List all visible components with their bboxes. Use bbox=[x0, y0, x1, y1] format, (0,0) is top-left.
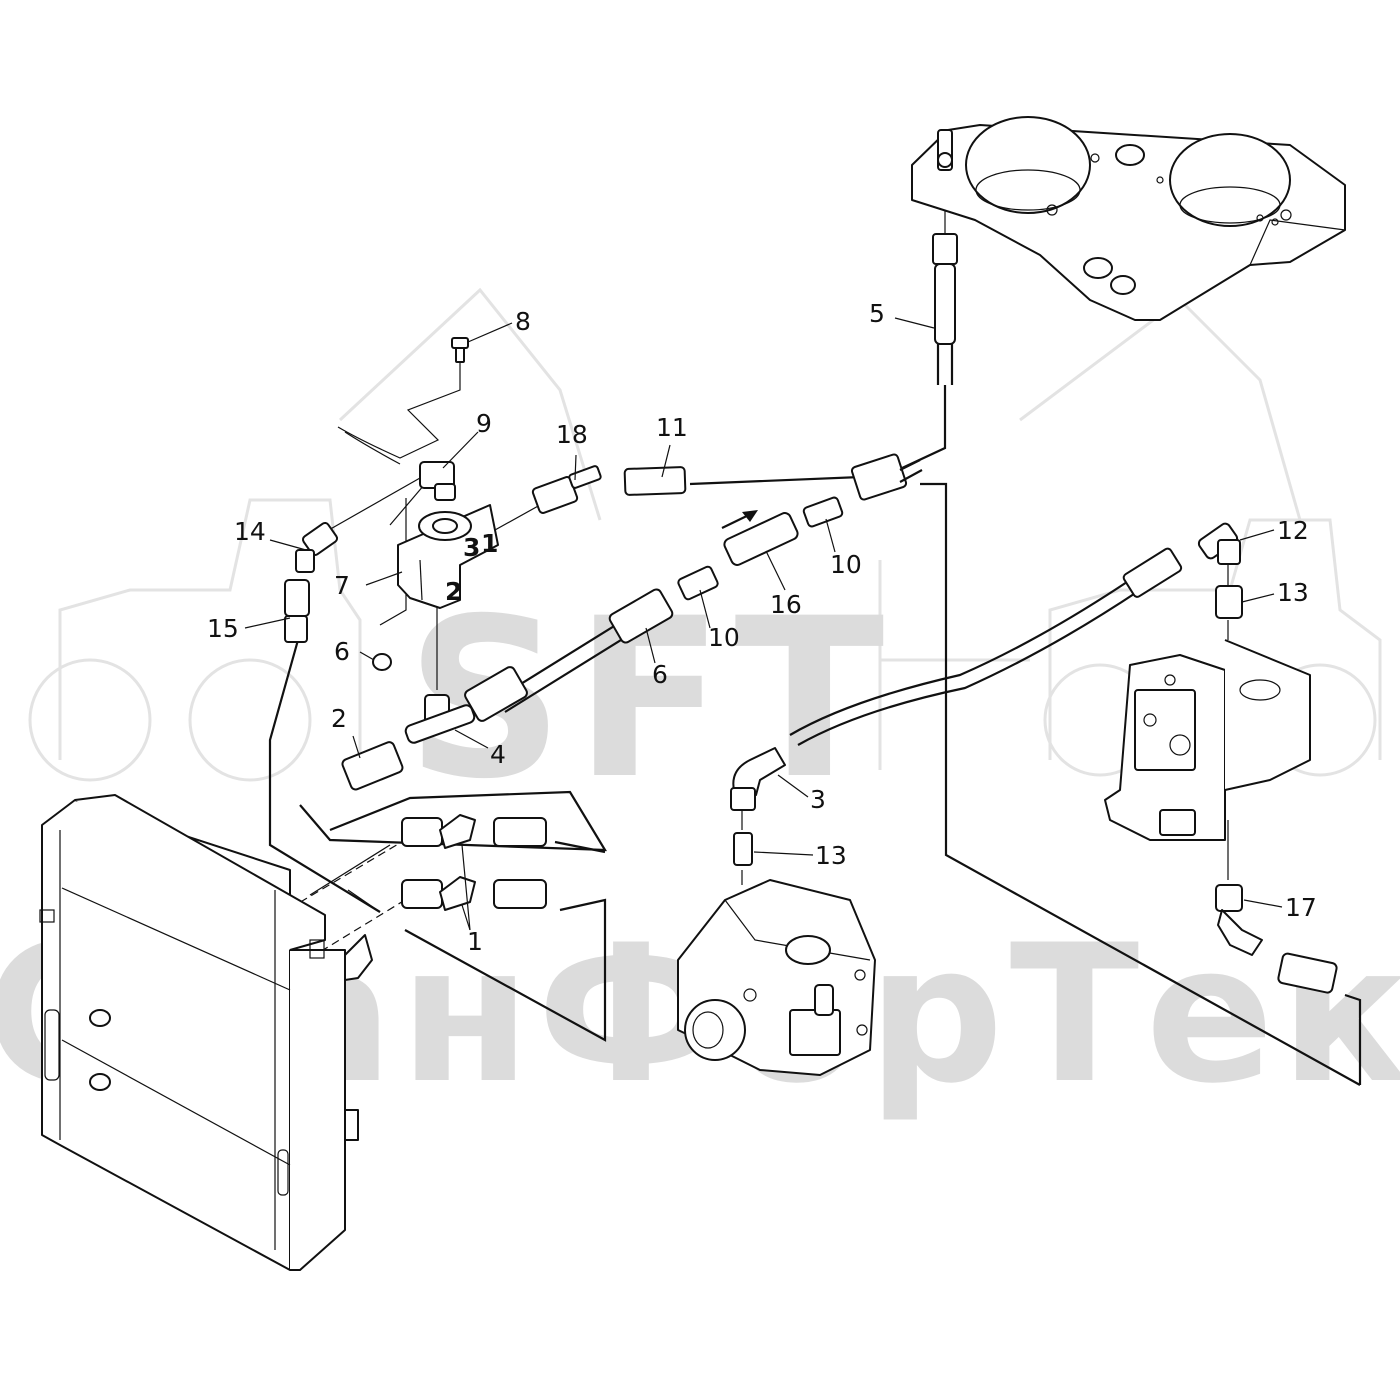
leader-lines bbox=[244, 317, 1283, 931]
callout-9: 9 bbox=[476, 409, 492, 438]
fitting-10-upper bbox=[802, 496, 844, 528]
valve-block-7: 3 1 2 bbox=[397, 504, 499, 609]
elbow-14 bbox=[295, 521, 339, 573]
hose-11-assembly bbox=[623, 453, 923, 501]
elbow-fitting-9 bbox=[419, 461, 456, 501]
nut-6 bbox=[372, 653, 392, 671]
callout-17: 17 bbox=[1285, 893, 1317, 922]
callout-10-upper: 10 bbox=[830, 550, 862, 579]
elbow-fitting-17 bbox=[1215, 884, 1263, 956]
hose-end-lower-right bbox=[1277, 952, 1338, 994]
callout-6-nut: 6 bbox=[334, 637, 350, 666]
callout-4: 4 bbox=[490, 740, 506, 769]
hydraulic-pump-center bbox=[677, 879, 876, 1076]
callout-8: 8 bbox=[515, 307, 531, 336]
callout-5: 5 bbox=[869, 299, 885, 328]
port-mark-3: 3 bbox=[463, 533, 480, 562]
hose-15 bbox=[284, 579, 310, 643]
fitting-13-lower bbox=[733, 832, 753, 866]
callout-12: 12 bbox=[1277, 516, 1309, 545]
flow-arrow bbox=[721, 510, 758, 529]
callout-11: 11 bbox=[656, 413, 688, 442]
callout-labels: 8 9 18 11 5 14 15 7 6 2 4 6 10 16 10 12 … bbox=[207, 299, 1317, 956]
fitting-13-upper bbox=[1215, 585, 1243, 619]
fitting-10-lower bbox=[677, 565, 719, 601]
bolt-8 bbox=[451, 337, 469, 363]
callout-1: 1 bbox=[467, 927, 483, 956]
callout-15: 15 bbox=[207, 614, 239, 643]
hydraulic-pump-right bbox=[1104, 639, 1311, 841]
callout-13-upper: 13 bbox=[1277, 578, 1309, 607]
callout-7: 7 bbox=[334, 571, 350, 600]
tee-fitting-4 bbox=[404, 694, 476, 744]
port-mark-2: 2 bbox=[445, 577, 462, 606]
elbow-hose-3 bbox=[730, 747, 786, 811]
hose-end-2 bbox=[341, 741, 404, 791]
hose-5 bbox=[932, 233, 958, 385]
callout-2: 2 bbox=[331, 704, 347, 733]
hose-end-upper-right bbox=[1122, 547, 1183, 598]
watermark-machinery-outline bbox=[28, 287, 1382, 782]
elbow-fitting-12 bbox=[1197, 522, 1241, 565]
callout-16: 16 bbox=[770, 590, 802, 619]
callout-10-lower: 10 bbox=[708, 623, 740, 652]
radiator bbox=[39, 794, 373, 1271]
gearbox-housing bbox=[911, 116, 1346, 321]
callout-18: 18 bbox=[556, 420, 588, 449]
callout-14: 14 bbox=[234, 517, 266, 546]
elbow-fittings-1 bbox=[401, 814, 547, 911]
callout-13-lower: 13 bbox=[815, 841, 847, 870]
port-mark-1: 1 bbox=[481, 529, 498, 558]
fitting-18 bbox=[531, 465, 602, 514]
callout-3: 3 bbox=[810, 785, 826, 814]
callout-6-hose: 6 bbox=[652, 660, 668, 689]
check-valve-16 bbox=[723, 512, 799, 566]
